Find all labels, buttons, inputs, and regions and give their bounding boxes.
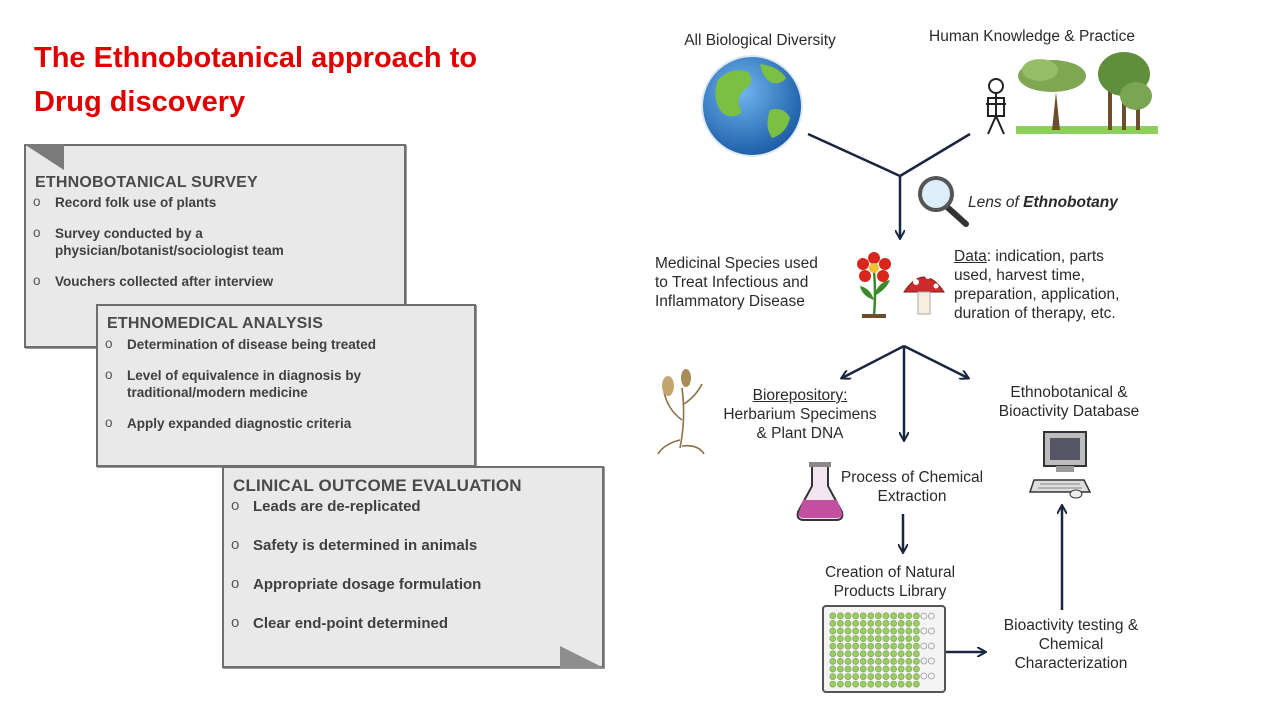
human-knowledge-label: Human Knowledge & Practice <box>929 28 1135 45</box>
card-heading: ETHNOMEDICAL ANALYSIS <box>107 315 324 332</box>
database-label: Ethnobotanical & Bioactivity Database <box>976 383 1162 421</box>
title-line-2: Drug discovery <box>34 86 246 118</box>
tree-icon <box>1016 52 1158 134</box>
list-item: Vouchers collected after interview <box>33 272 396 290</box>
biorepo-line: & Plant DNA <box>756 425 844 442</box>
ethnomedical-analysis-card: ETHNOMEDICAL ANALYSIS Determination of d… <box>96 304 476 467</box>
medicinal-line: Medicinal Species used <box>655 255 818 272</box>
list-item: Record folk use of plants <box>33 193 396 211</box>
herbarium-plant-icon <box>657 369 705 455</box>
title-line-1: The Ethnobotanical approach to <box>34 42 478 74</box>
list-item: Survey conducted by a physician/botanist… <box>33 224 305 259</box>
medicinal-line: Inflammatory Disease <box>655 293 805 310</box>
db-line: Bioactivity Database <box>998 403 1140 420</box>
lens-word: Ethnobotany <box>1023 194 1118 211</box>
list-item: Leads are de-replicated <box>231 497 594 515</box>
library-line: Creation of Natural <box>824 564 956 581</box>
flower-icon <box>857 252 891 318</box>
arrow-to-biorepository <box>842 344 905 378</box>
testing-line: Bioactivity testing & <box>1003 617 1139 634</box>
bioactivity-testing-label: Bioactivity testing & Chemical Character… <box>983 616 1159 673</box>
list-item: Apply expanded diagnostic criteria <box>105 414 466 432</box>
db-line: Ethnobotanical & <box>1010 384 1128 401</box>
merge-arrow-left <box>807 132 901 178</box>
person-icon <box>986 78 1006 135</box>
well-plate-icon <box>822 605 946 693</box>
medicinal-line: to Treat Infectious and <box>655 274 809 291</box>
data-line: : indication, parts <box>986 248 1104 265</box>
flask-icon <box>796 462 844 521</box>
data-label: Data <box>954 248 987 265</box>
card-heading: CLINICAL OUTCOME EVALUATION <box>233 476 522 495</box>
list-item: Safety is determined in animals <box>231 536 594 554</box>
data-line: duration of therapy, etc. <box>954 305 1116 322</box>
library-line: Products Library <box>833 583 947 600</box>
earth-icon <box>701 55 803 157</box>
lens-prefix: Lens of <box>968 194 1024 211</box>
page-fold-corner <box>24 144 64 170</box>
page-fold-corner <box>560 646 604 668</box>
testing-line: Characterization <box>1014 655 1128 672</box>
library-label: Creation of Natural Products Library <box>800 563 980 601</box>
testing-line: Chemical <box>1038 636 1104 653</box>
all-biological-diversity-label: All Biological Diversity <box>684 32 836 49</box>
computer-icon <box>1028 431 1092 499</box>
arrow-to-database <box>903 344 968 378</box>
card-heading: ETHNOBOTANICAL SURVEY <box>35 174 258 191</box>
mushroom-icon <box>903 273 945 315</box>
extraction-label: Process of Chemical Extraction <box>822 468 1002 506</box>
list-item: Determination of disease being treated <box>105 335 466 353</box>
clinical-outcome-evaluation-card: CLINICAL OUTCOME EVALUATION Leads are de… <box>222 466 604 668</box>
flow-arrows <box>807 132 1062 652</box>
magnifier-icon <box>918 176 969 227</box>
biorepo-line: Biorepository: <box>752 387 848 404</box>
extraction-line: Extraction <box>877 488 947 505</box>
data-line: used, harvest time, <box>954 267 1085 284</box>
data-line: preparation, application, <box>954 286 1120 303</box>
biorepository-label: Biorepository: Herbarium Specimens & Pla… <box>700 386 900 443</box>
biorepo-line: Herbarium Specimens <box>723 406 877 423</box>
slide-title: The Ethnobotanical approach to Drug disc… <box>34 36 594 124</box>
data-description-label: Data: indication, parts used, harvest ti… <box>954 247 1164 323</box>
merge-arrow-right <box>899 132 971 178</box>
extraction-line: Process of Chemical <box>840 469 984 486</box>
medicinal-species-label: Medicinal Species used to Treat Infectio… <box>655 254 855 311</box>
list-item: Level of equivalence in diagnosis by tra… <box>105 366 407 401</box>
list-item: Clear end-point determined <box>231 614 594 632</box>
list-item: Appropriate dosage formulation <box>231 575 594 593</box>
lens-of-ethnobotany-label: Lens of Ethnobotany <box>968 193 1168 212</box>
